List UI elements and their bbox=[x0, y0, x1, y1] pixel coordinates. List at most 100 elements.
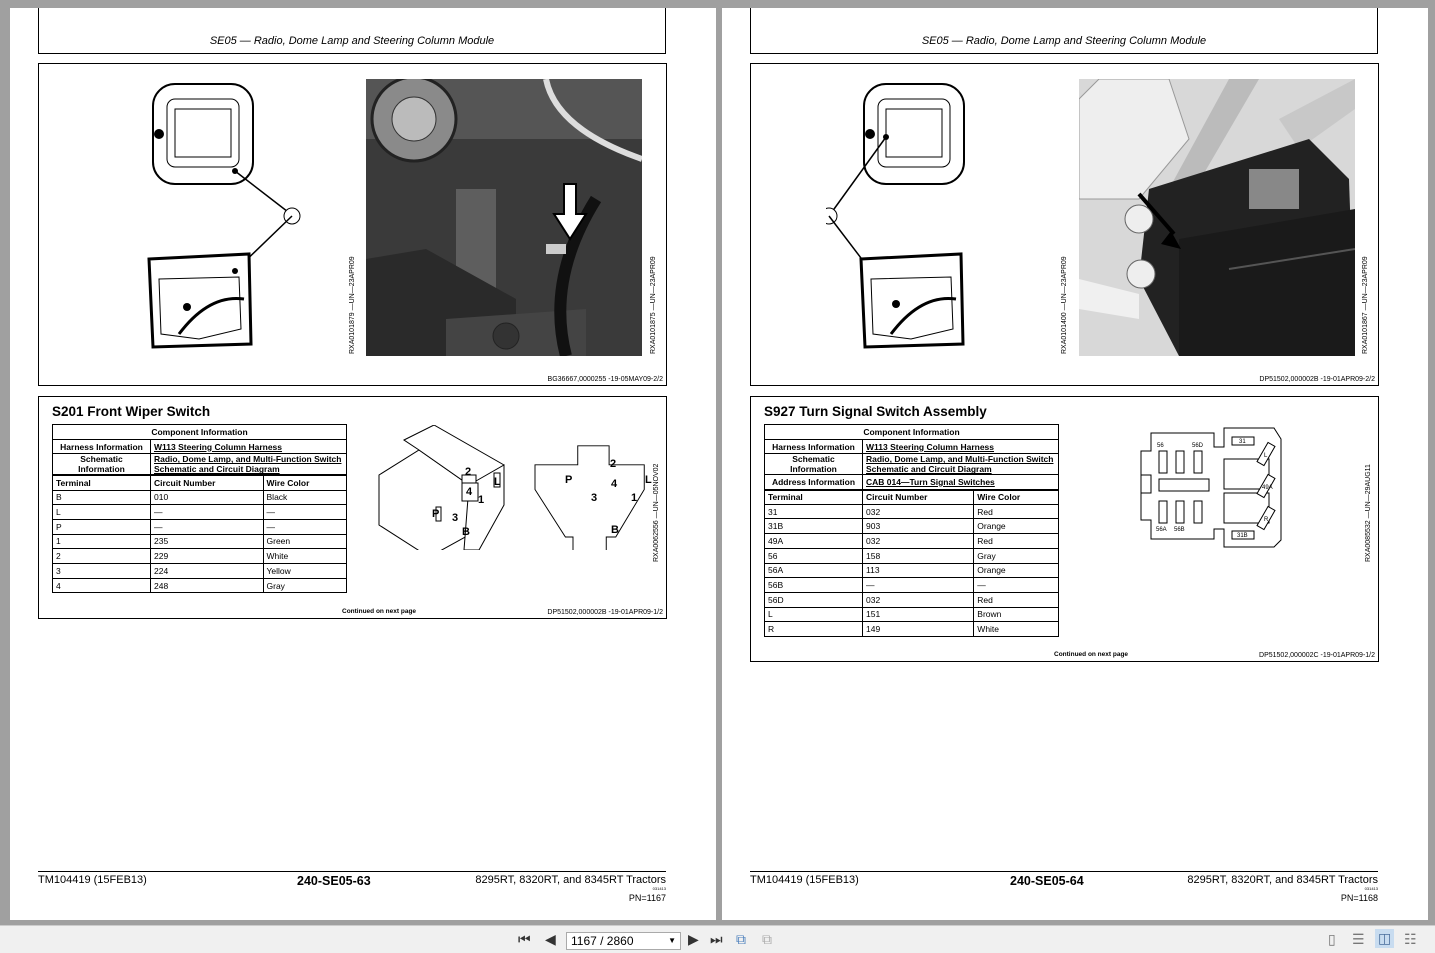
page-left: SE05 — Radio, Dome Lamp and Steering Col… bbox=[10, 8, 716, 920]
next-page-icon[interactable]: ▶ bbox=[688, 931, 699, 947]
page-right: SE05 — Radio, Dome Lamp and Steering Col… bbox=[722, 8, 1428, 920]
header-title: SE05 — Radio, Dome Lamp and Steering Col… bbox=[921, 35, 1207, 47]
footer-divider bbox=[38, 871, 666, 872]
column-header: Wire Color bbox=[973, 488, 1059, 505]
footer-divider bbox=[750, 871, 1378, 872]
table-cell: Gray bbox=[262, 577, 348, 594]
schematic-link[interactable]: Radio, Dome Lamp, and Multi-Function Swi… bbox=[862, 453, 1059, 476]
column-header: Terminal bbox=[764, 488, 863, 505]
footer-page-number: 240-SE05-63 bbox=[297, 874, 371, 888]
table-heading: Component Information bbox=[764, 424, 1059, 440]
page-number-value: 1167 / 2860 bbox=[571, 934, 634, 948]
harness-label: Harness Information bbox=[764, 438, 863, 455]
table-cell: 3 bbox=[52, 563, 151, 579]
table-cell: 158 bbox=[861, 547, 975, 564]
pin-label: 49A bbox=[1262, 485, 1273, 491]
pin-label: 56B bbox=[1174, 527, 1185, 533]
pin-label: 31B bbox=[1237, 533, 1248, 539]
pin-label: 1 bbox=[631, 492, 637, 504]
connector-diagram: 2 4 P L 3 1 B 2 4 P L 3 1 B bbox=[378, 425, 652, 550]
component-table: Component Information Harness Informatio… bbox=[52, 424, 348, 594]
table-cell: 248 bbox=[150, 577, 264, 594]
footer-pn: PN=1168 bbox=[1340, 893, 1378, 903]
pin-label: B bbox=[462, 526, 470, 538]
table-cell: — bbox=[861, 577, 975, 593]
continued-note: Continued on next page bbox=[1054, 651, 1129, 658]
table-cell: Red bbox=[973, 533, 1059, 549]
prev-page-icon[interactable]: ◀ bbox=[545, 931, 556, 947]
dropdown-arrow-icon[interactable]: ▼ bbox=[668, 936, 676, 945]
harness-label: Harness Information bbox=[52, 438, 151, 455]
two-page-continuous-icon[interactable]: ☷ bbox=[1404, 931, 1417, 947]
single-page-icon[interactable]: ▯ bbox=[1328, 931, 1336, 947]
section-caption: DP51502,000002C -19-01APR09-1/2 bbox=[1259, 652, 1375, 659]
footer-model: 8295RT, 8320RT, and 8345RT Tractors bbox=[475, 874, 666, 886]
pin-label: 3 bbox=[452, 512, 458, 524]
viewer-toolbar: ⏮ ◀ 1167 / 2860 ▼ ▶ ⏭ ⧉ ⧉ ▯ ☰ ◫ ☷ bbox=[0, 925, 1435, 953]
footer-model: 8295RT, 8320RT, and 8345RT Tractors bbox=[1187, 874, 1378, 886]
table-row: P—— bbox=[52, 518, 348, 535]
copy-icon[interactable]: ⧉ bbox=[762, 931, 772, 947]
table-cell: 56A bbox=[764, 562, 863, 579]
table-cell: 149 bbox=[861, 621, 975, 637]
column-header: Circuit Number bbox=[861, 488, 975, 505]
table-cell: 229 bbox=[150, 548, 264, 564]
pin-label: 4 bbox=[611, 478, 618, 490]
first-page-icon[interactable]: ⏮ bbox=[518, 931, 531, 947]
steering-column-photo bbox=[1079, 79, 1355, 356]
table-cell: — bbox=[262, 518, 348, 535]
table-cell: — bbox=[262, 504, 348, 520]
table-cell: 49A bbox=[764, 533, 863, 549]
pin-label: L bbox=[645, 474, 652, 486]
section-title: S201 Front Wiper Switch bbox=[52, 404, 211, 419]
continuous-icon[interactable]: ☰ bbox=[1352, 931, 1365, 947]
address-link[interactable]: CAB 014—Turn Signal Switches bbox=[862, 474, 1059, 491]
footer-manual-id: TM104419 (15FEB13) bbox=[750, 874, 859, 886]
pin-label: L bbox=[494, 476, 501, 488]
table-cell: 903 bbox=[861, 518, 975, 535]
table-cell: Red bbox=[973, 503, 1059, 520]
column-header: Wire Color bbox=[262, 474, 348, 491]
component-table: Component Information Harness Informatio… bbox=[764, 424, 1059, 637]
pin-label: 2 bbox=[610, 458, 616, 470]
table-cell: 56D bbox=[764, 591, 863, 608]
pin-label: 2 bbox=[465, 466, 471, 478]
figure-caption: DP51502,000002B -19-01APR09-2/2 bbox=[1259, 376, 1375, 383]
rotate-icon[interactable]: ⧉ bbox=[736, 931, 746, 947]
footer-pn: PN=1167 bbox=[628, 893, 666, 903]
table-cell: 1 bbox=[52, 533, 151, 550]
table-cell: 151 bbox=[861, 606, 975, 623]
table-cell: B bbox=[52, 489, 151, 506]
table-cell: 4 bbox=[52, 577, 151, 594]
harness-link[interactable]: W113 Steering Column Harness bbox=[862, 438, 1059, 455]
table-cell: 224 bbox=[150, 563, 264, 579]
table-cell: 56B bbox=[764, 577, 863, 593]
table-cell: P bbox=[52, 518, 151, 535]
footer-page-number: 240-SE05-64 bbox=[1010, 874, 1084, 888]
harness-link[interactable]: W113 Steering Column Harness bbox=[150, 438, 347, 455]
cab-location-drawing bbox=[826, 83, 965, 349]
page-number-input[interactable]: 1167 / 2860 ▼ bbox=[566, 932, 681, 950]
radio-area-photo bbox=[366, 79, 642, 356]
table-cell: — bbox=[150, 504, 264, 520]
table-cell: White bbox=[262, 548, 348, 564]
table-cell: Red bbox=[973, 591, 1059, 608]
table-cell: Black bbox=[262, 489, 348, 506]
table-cell: Yellow bbox=[262, 563, 348, 579]
last-page-icon[interactable]: ⏭ bbox=[710, 931, 723, 947]
page-header: SE05 — Radio, Dome Lamp and Steering Col… bbox=[38, 8, 666, 54]
pin-label: 1 bbox=[478, 494, 484, 506]
column-header: Terminal bbox=[52, 474, 151, 491]
schematic-link[interactable]: Radio, Dome Lamp, and Multi-Function Swi… bbox=[150, 453, 347, 476]
pin-label: 31 bbox=[1239, 439, 1246, 445]
figure-box: RXA0101879 —UN—23APR09 RXA0101875 —UN—23… bbox=[38, 63, 667, 386]
two-page-icon[interactable]: ◫ bbox=[1375, 929, 1395, 948]
